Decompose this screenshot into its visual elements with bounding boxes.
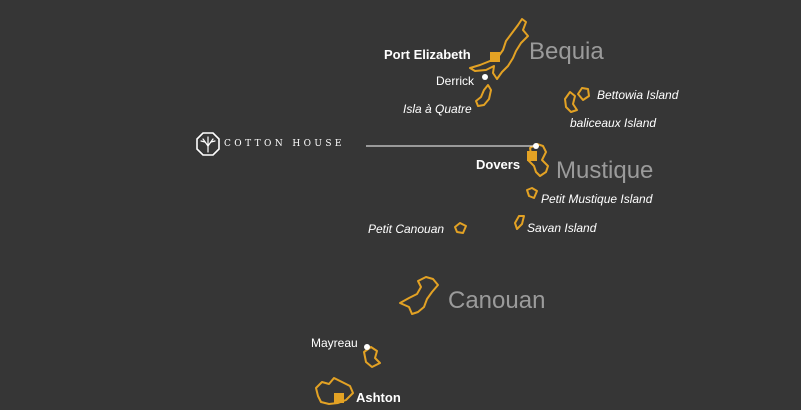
tree-emblem-icon [196, 132, 220, 156]
label-petit-canouan: Petit Canouan [368, 222, 445, 236]
label-baliceaux-island: baliceaux Island [570, 116, 657, 130]
bequia-island-outline [469, 18, 529, 80]
label-derrick: Derrick [436, 74, 474, 88]
label-port-elizabeth: Port Elizabeth [384, 47, 471, 62]
dovers-marker [527, 151, 537, 161]
union-island-outline [315, 377, 354, 405]
label-bettowia-island: Bettowia Island [597, 88, 679, 102]
cotton-house-name: COTTON HOUSE [224, 139, 345, 149]
canouan-island-outline [399, 276, 439, 315]
label-mayreau: Mayreau [311, 336, 358, 350]
savan-island-outline [514, 215, 525, 230]
petit-mustique-outline [526, 187, 538, 199]
mayreau-dot [364, 344, 370, 350]
label-canouan: Canouan [448, 287, 546, 314]
baliceaux-island-outline [564, 91, 578, 113]
label-savan-island: Savan Island [527, 221, 597, 235]
petit-canouan-outline [454, 222, 467, 234]
leader-line-end-dot [533, 143, 539, 149]
bettowia-island-outline [577, 87, 590, 101]
mayreau-island-outline [363, 346, 381, 368]
ashton-marker [334, 393, 344, 403]
label-ashton: Ashton [356, 390, 401, 405]
port-elizabeth-marker [490, 52, 500, 62]
label-bequia: Bequia [529, 38, 604, 65]
label-isla-a-quatre: Isla à Quatre [403, 102, 472, 116]
isla-a-quatre-outline [475, 84, 492, 107]
label-petit-mustique-island: Petit Mustique Island [541, 192, 653, 206]
derrick-dot [482, 74, 488, 80]
label-dovers: Dovers [476, 157, 521, 172]
label-mustique: Mustique [556, 157, 654, 184]
